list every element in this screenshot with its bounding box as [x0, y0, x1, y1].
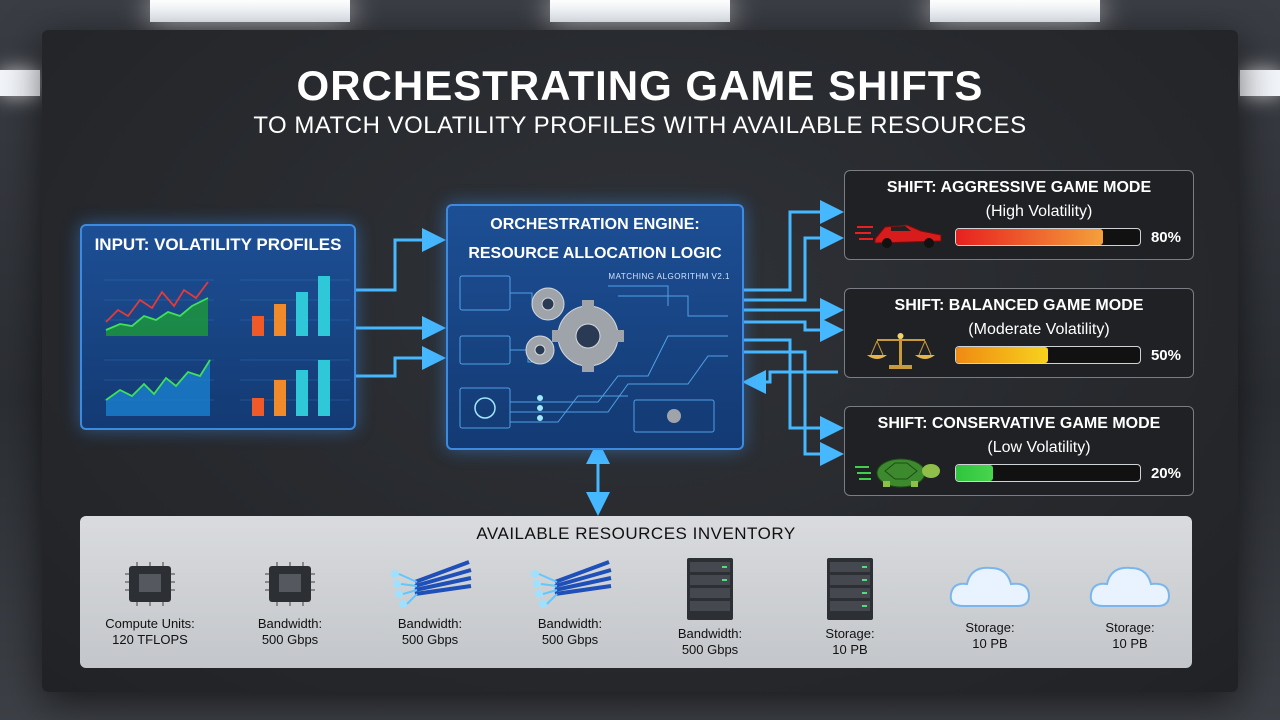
resource-value: 10 PB	[972, 636, 1008, 651]
resource-value: 10 PB	[832, 642, 868, 657]
input-to-engine-arrows	[352, 228, 446, 378]
mode-subtitle: (Moderate Volatility)	[968, 321, 1110, 338]
mode-conservative: SHIFT: CONSERVATIVE GAME MODE (Low Volat…	[844, 406, 1194, 496]
algorithm-label: MATCHING ALGORITHM v2.1	[608, 272, 730, 281]
input-panel-title: INPUT: VOLATILITY PROFILES	[94, 235, 342, 254]
ceiling-light	[150, 0, 350, 22]
resource-item: Bandwidth: 500 Gbps	[360, 556, 500, 664]
engine-title-line2: RESOURCE ALLOCATION LOGIC	[468, 245, 722, 262]
turtle-icon	[855, 458, 940, 488]
resource-value: 500 Gbps	[541, 632, 599, 647]
page-title: ORCHESTRATING GAME SHIFTS	[296, 62, 984, 109]
ceiling-light	[550, 0, 730, 22]
resource-label: Bandwidth:	[677, 626, 743, 641]
resource-label: Bandwidth:	[397, 616, 463, 631]
resource-item: Bandwidth: 500 Gbps	[640, 556, 780, 664]
resource-label: Storage:	[825, 626, 875, 641]
resource-label: Bandwidth:	[257, 616, 323, 631]
bar-chart-icon	[240, 276, 350, 336]
wall-light	[1240, 70, 1280, 96]
volatility-bar	[955, 346, 1141, 364]
resource-label: Compute Units:	[105, 616, 195, 631]
resource-item: Storage: 10 PB	[1060, 556, 1200, 664]
line-chart-icon	[104, 279, 214, 336]
mode-title: SHIFT: AGGRESSIVE GAME MODE	[886, 179, 1152, 196]
ceiling-light	[930, 0, 1100, 22]
mode-title: SHIFT: CONSERVATIVE GAME MODE	[877, 415, 1161, 432]
wall-light	[0, 70, 40, 96]
engine-to-modes-arrows	[742, 200, 844, 466]
cloud-icon	[1089, 566, 1171, 607]
page-subtitle: TO MATCH VOLATILITY PROFILES WITH AVAILA…	[253, 112, 1027, 139]
volatility-bar-fill	[956, 465, 993, 481]
chip-icon	[125, 562, 175, 606]
resource-item: Storage: 10 PB	[920, 556, 1060, 664]
resources-title: AVAILABLE RESOURCES INVENTORY	[476, 524, 796, 543]
mode-subtitle: (High Volatility)	[985, 203, 1093, 220]
input-volatility-panel: INPUT: VOLATILITY PROFILES	[80, 224, 356, 430]
mode-title: SHIFT: BALANCED GAME MODE	[894, 297, 1144, 314]
resource-value: 500 Gbps	[261, 632, 319, 647]
server-rack-icon	[687, 558, 733, 620]
resource-item: Storage: 10 PB	[780, 556, 920, 664]
cloud-icon	[949, 566, 1031, 607]
gears-circuit-icon	[459, 275, 728, 433]
resource-label: Bandwidth:	[537, 616, 603, 631]
resource-value: 120 TFLOPS	[112, 632, 188, 647]
area-chart-icon	[104, 359, 214, 416]
volatility-bar-fill	[956, 229, 1104, 245]
engine-title-line1: ORCHESTRATION ENGINE:	[490, 216, 700, 233]
volatility-bar-fill	[956, 347, 1048, 363]
volatility-bar	[955, 464, 1141, 482]
mode-aggressive: SHIFT: AGGRESSIVE GAME MODE (High Volati…	[844, 170, 1194, 260]
race-car-icon	[855, 224, 942, 248]
resource-item: Compute Units: 120 TFLOPS	[80, 556, 220, 664]
resource-item: Bandwidth: 500 Gbps	[220, 556, 360, 664]
server-rack-icon	[827, 558, 873, 620]
volatility-percent: 20%	[1150, 465, 1181, 482]
resource-value: 500 Gbps	[401, 632, 459, 647]
volatility-bar	[955, 228, 1141, 246]
mode-balanced: SHIFT: BALANCED GAME MODE (Moderate Vola…	[844, 288, 1194, 378]
volatility-percent: 50%	[1150, 347, 1181, 364]
fiber-cable-icon	[531, 560, 612, 608]
resource-label: Storage:	[1105, 620, 1155, 635]
resource-value: 10 PB	[1112, 636, 1148, 651]
orchestration-engine-panel: ORCHESTRATION ENGINE: RESOURCE ALLOCATIO…	[446, 204, 744, 450]
resource-item: Bandwidth: 500 Gbps	[500, 556, 640, 664]
volatility-percent: 80%	[1150, 229, 1181, 246]
resources-inventory-panel: AVAILABLE RESOURCES INVENTORY Compute Un…	[80, 516, 1192, 668]
fiber-cable-icon	[391, 560, 472, 608]
resource-label: Storage:	[965, 620, 1015, 635]
mode-subtitle: (Low Volatility)	[987, 439, 1091, 456]
chip-icon	[265, 562, 315, 606]
scales-icon	[867, 333, 935, 369]
bar-chart-icon	[240, 359, 350, 416]
resource-value: 500 Gbps	[681, 642, 739, 657]
